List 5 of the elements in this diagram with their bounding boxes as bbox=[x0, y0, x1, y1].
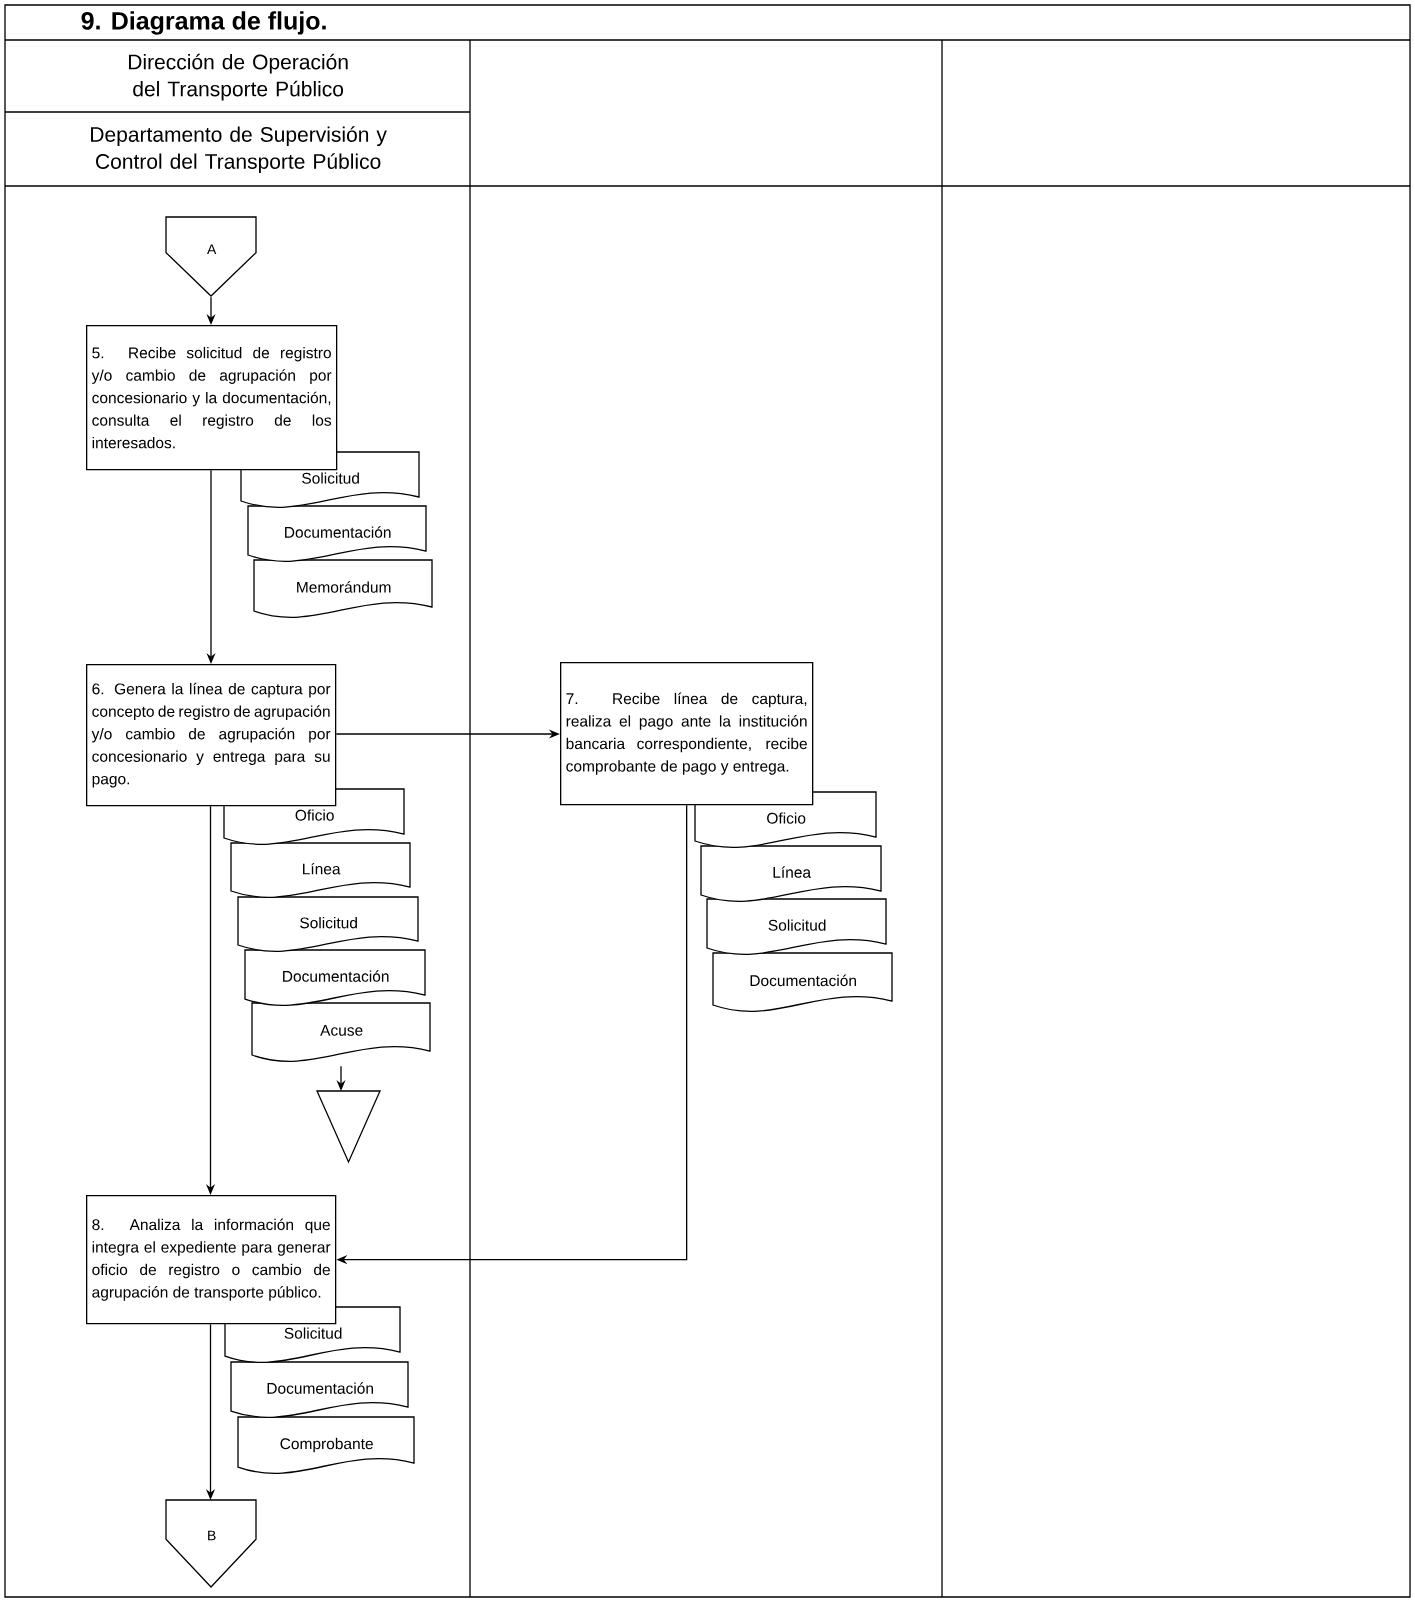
section-title: 9. Diagrama de flujo. bbox=[81, 11, 326, 35]
lane-header: Departamento de Supervisión y Control del Transporte Público bbox=[91, 126, 387, 174]
off-page-connector: A bbox=[165, 216, 257, 297]
lane-header: Dirección de Operación del Transporte Público bbox=[129, 53, 348, 101]
off-page-connector: B bbox=[165, 1499, 257, 1588]
